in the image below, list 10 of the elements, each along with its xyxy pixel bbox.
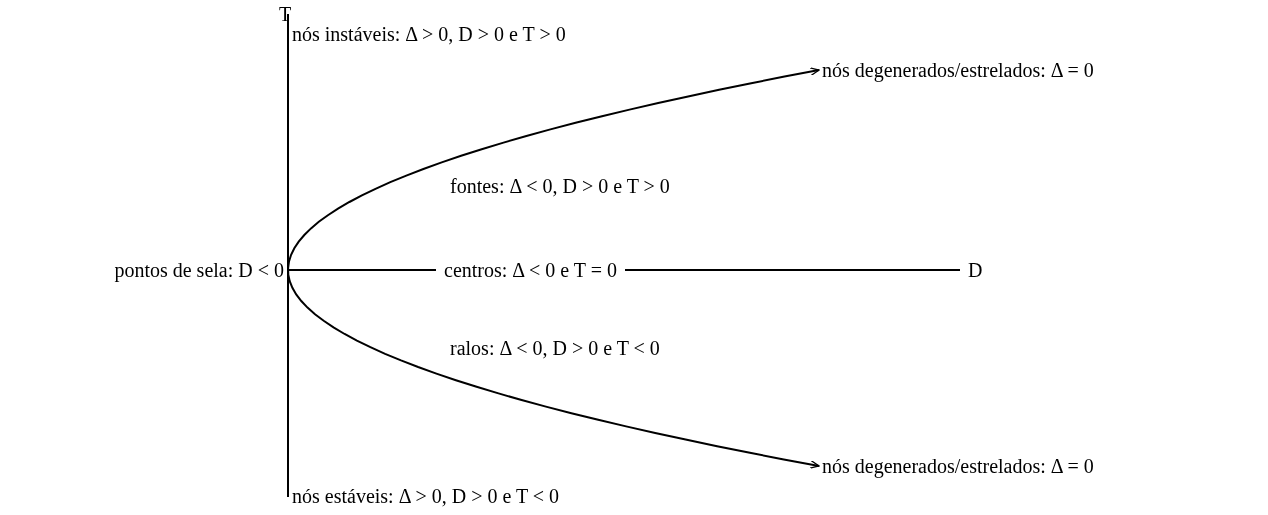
axis-label: T (279, 2, 292, 27)
region-label: pontos de sela: D < 0 (113, 258, 284, 284)
region-label: nós degenerados/estrelados: Δ = 0 (822, 452, 1094, 480)
parabola-curve (287, 67, 820, 469)
region-label: nós degenerados/estrelados: Δ = 0 (822, 56, 1094, 84)
axis-label: D (968, 258, 983, 283)
region-label: fontes: Δ < 0, D > 0 e T > 0 (450, 174, 670, 199)
region-label: ralos: Δ < 0, D > 0 e T < 0 (450, 336, 660, 361)
region-label: nós instáveis: Δ > 0, D > 0 e T > 0 (292, 22, 566, 47)
region-label: nós estáveis: Δ > 0, D > 0 e T < 0 (292, 484, 560, 509)
